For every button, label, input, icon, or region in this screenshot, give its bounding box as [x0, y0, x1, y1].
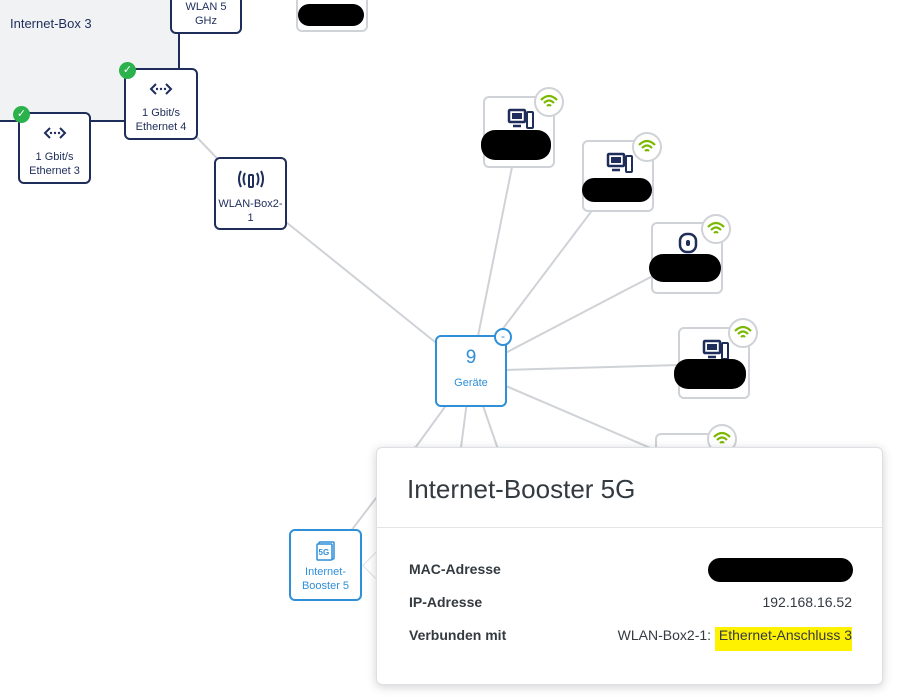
wlan-5ghz-node[interactable]: WLAN 5 GHz [170, 0, 242, 34]
redacted-device-name [481, 130, 551, 160]
ethernet-port-icon [20, 126, 89, 144]
connected-to-port-highlight: Ethernet-Anschluss 3 [714, 627, 852, 651]
wlan-box-label: WLAN-Box2-1 [218, 198, 283, 224]
wifi-icon [534, 87, 564, 117]
ethernet-port-icon [126, 82, 196, 100]
device-group-label: Geräte [454, 377, 488, 389]
port-label: 1 Gbit/s Ethernet 4 [135, 107, 187, 133]
port-ethernet-3[interactable]: 1 Gbit/s Ethernet 3 [18, 112, 91, 184]
mac-address-label: MAC-Adresse [409, 561, 501, 577]
desktop-computer-icon [507, 108, 535, 137]
smart-speaker-icon [677, 232, 699, 261]
device-group-hub[interactable]: 9 Geräte [435, 335, 507, 407]
connected-check-icon: ✓ [13, 106, 30, 123]
connected-to-value: WLAN-Box2-1: Ethernet-Anschluss 3 [617, 627, 852, 651]
wifi-icon [632, 132, 662, 162]
connected-to-device: WLAN-Box2-1: [617, 627, 715, 643]
wifi-icon [728, 318, 758, 348]
booster-icon-text: 5G [318, 548, 330, 557]
desktop-computer-icon [606, 152, 634, 181]
wifi-icon [701, 214, 731, 244]
booster-5g-icon: 5G [315, 541, 335, 561]
redacted-device-name [649, 254, 721, 282]
booster-node[interactable]: 5G Internet-Booster 5 [289, 529, 362, 601]
ip-address-label: IP-Adresse [409, 594, 483, 610]
redacted-device-name [582, 178, 652, 202]
redacted-mac-address [708, 558, 853, 582]
popover-title: Internet-Booster 5G [407, 474, 636, 504]
redacted-device-name [298, 4, 364, 26]
booster-label: Internet-Booster 5 [301, 566, 350, 592]
port-ethernet-4[interactable]: 1 Gbit/s Ethernet 4 [124, 68, 198, 140]
wireless-antenna-icon [216, 169, 285, 193]
port-label: 1 Gbit/s Ethernet 3 [29, 151, 80, 177]
connected-check-icon: ✓ [119, 62, 136, 79]
redacted-device-name [674, 359, 746, 389]
device-card[interactable] [582, 140, 654, 212]
router-title: Internet-Box 3 [10, 16, 92, 31]
device-card[interactable] [296, 0, 368, 32]
wlan-box-node[interactable]: WLAN-Box2-1 [214, 157, 287, 230]
device-info-popover: Internet-Booster 5G MAC-Adresse IP-Adres… [376, 447, 883, 685]
device-count: 9 [465, 347, 477, 368]
popover-divider [377, 527, 882, 528]
connected-to-label: Verbunden mit [409, 627, 507, 643]
ip-address-value: 192.168.16.52 [762, 594, 852, 610]
collapse-button[interactable]: - [494, 328, 512, 346]
wlan-5ghz-label: WLAN 5 GHz [185, 1, 227, 27]
